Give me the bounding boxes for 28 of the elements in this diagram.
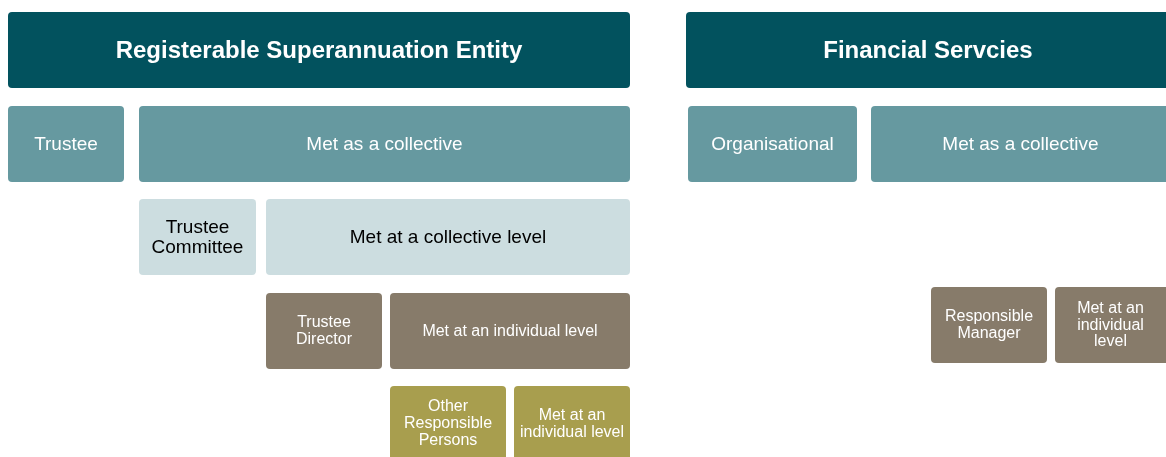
category-box bbox=[931, 287, 1047, 363]
box-label: Trustee bbox=[34, 134, 98, 154]
category-box bbox=[1055, 287, 1166, 363]
header-title: Financial Servcies bbox=[823, 37, 1033, 63]
box-label: Organisational bbox=[711, 134, 834, 154]
box-label: Trustee Director bbox=[295, 314, 353, 348]
box-label: Met at an individual level bbox=[422, 322, 598, 340]
category-box bbox=[266, 199, 630, 275]
box-label: Met as a collective bbox=[306, 134, 463, 154]
box-label: Responsible Manager bbox=[943, 308, 1035, 342]
header-banner bbox=[8, 12, 630, 88]
box-label: Met at an individual level bbox=[1076, 299, 1145, 351]
category-box bbox=[514, 386, 630, 457]
category-box bbox=[871, 106, 1166, 182]
box-label: Met at an individual level bbox=[518, 406, 626, 441]
category-box bbox=[139, 199, 256, 275]
category-box bbox=[390, 293, 630, 369]
category-box bbox=[8, 106, 124, 182]
header-banner bbox=[686, 12, 1166, 88]
category-box bbox=[266, 293, 382, 369]
box-label: Other Responsible Persons bbox=[402, 398, 494, 449]
header-title: Registerable Superannuation Entity bbox=[115, 37, 523, 63]
category-box bbox=[139, 106, 630, 182]
category-box bbox=[688, 106, 857, 182]
box-label: Met as a collective bbox=[942, 134, 1099, 154]
box-label: Trustee Committee bbox=[150, 217, 245, 257]
category-box bbox=[390, 386, 506, 457]
box-label: Met at a collective level bbox=[349, 227, 547, 247]
